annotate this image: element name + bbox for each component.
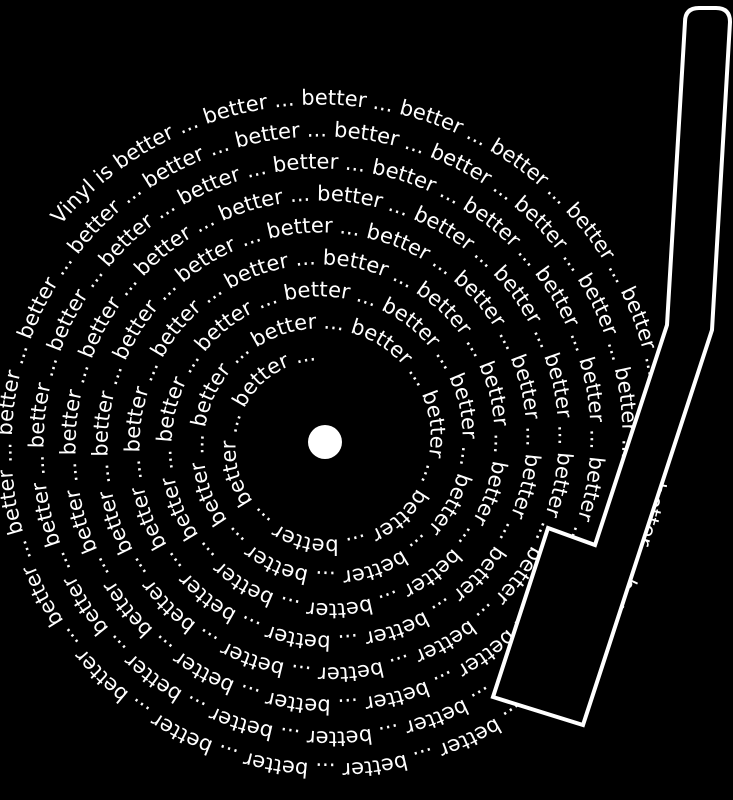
spiral-separator: ... [152,442,179,479]
spiral-separator: ... [121,452,149,489]
spiral-separator: ... [307,565,344,591]
spiral-separator: ... [521,418,546,454]
spiral-separator: ... [286,246,322,273]
spiral-separator: ... [308,758,343,783]
spiral-separator: ... [281,658,318,686]
spiral-word: better [271,149,339,177]
spiral-separator: ... [338,150,375,178]
spiral-separator: ... [25,448,51,483]
spiral-separator: ... [553,418,578,453]
tonearm [490,6,733,728]
spiral-separator: ... [0,435,17,470]
spiral-separator: ... [488,426,514,463]
spiral-separator: ... [271,721,308,749]
spiral-separator: ... [317,309,355,337]
spiral-separator: ... [184,425,210,463]
spiral-word: better [306,724,374,751]
spiral-separator: ... [89,456,117,493]
spiral-word: better [301,85,368,112]
spiral-separator: ... [299,117,334,142]
spiral-separator: ... [265,86,301,113]
spiral-separator: ... [331,628,367,655]
spiral-separator: ... [57,455,84,492]
spiral-separator: ... [453,439,481,477]
spiral-separator: ... [585,422,610,458]
spiral-word: better [305,594,375,623]
spiral-separator: ... [331,692,367,718]
record-spindle-hole [308,425,342,459]
spiral-separator: ... [332,214,370,243]
spiral-word: better [282,277,353,305]
spiral-separator: ... [281,182,317,209]
